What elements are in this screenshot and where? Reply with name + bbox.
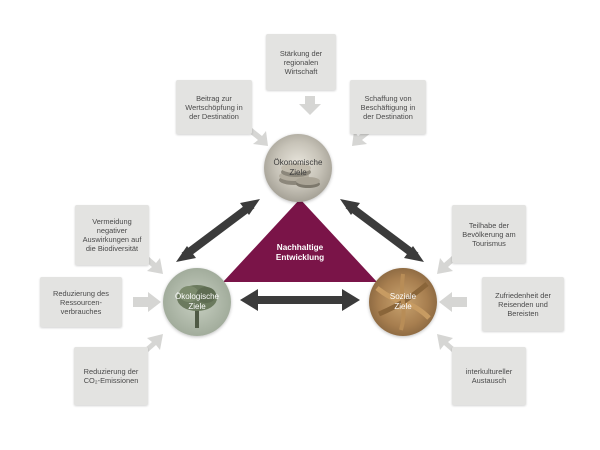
coins-image bbox=[264, 134, 332, 202]
social-box-participation: Teilhabe der Bevölkerung am Tourismus bbox=[452, 205, 526, 263]
ecological-box-biodiversity: Vermeidung negativer Auswirkungen auf di… bbox=[75, 205, 149, 265]
connector-arrow-1 bbox=[299, 96, 321, 115]
ecological-goals-circle: Ökologische Ziele bbox=[163, 268, 231, 336]
double-arrow-bottom bbox=[240, 289, 360, 311]
ecological-box-co2-emissions: Reduzierung der CO₂-Emissionen bbox=[74, 347, 148, 405]
economic-goals-label: Ökonomische Ziele bbox=[273, 158, 323, 177]
economic-box-employment: Schaffung von Beschäftigung in der Desti… bbox=[350, 80, 426, 134]
social-goals-circle: Soziale Ziele bbox=[369, 268, 437, 336]
economic-box-value-creation: Beitrag zur Wertschöpfung in der Destina… bbox=[176, 80, 252, 134]
economic-box-regional-economy: Stärkung der regionalen Wirtschaft bbox=[266, 34, 336, 90]
hands-image bbox=[369, 268, 437, 336]
social-goals-label: Soziale Ziele bbox=[389, 292, 417, 311]
double-arrow-left bbox=[176, 199, 260, 262]
connector-arrow-9 bbox=[437, 334, 456, 352]
connector-arrow-7 bbox=[437, 256, 456, 274]
connector-arrow-5 bbox=[133, 292, 161, 312]
tree-image bbox=[163, 268, 231, 336]
connector-arrow-2 bbox=[248, 128, 268, 146]
sustainability-triangle bbox=[223, 199, 377, 282]
ecological-goals-label: Ökologische Ziele bbox=[174, 292, 220, 311]
double-arrow-right bbox=[340, 199, 424, 262]
connector-arrow-6 bbox=[144, 334, 163, 352]
economic-goals-circle: Ökonomische Ziele bbox=[264, 134, 332, 202]
connector-arrow-8 bbox=[439, 292, 467, 312]
social-box-cultural-exchange: interkultureller Austausch bbox=[452, 347, 526, 405]
social-box-satisfaction: Zufriedenheit der Reisenden und Bereiste… bbox=[482, 277, 564, 331]
ecological-box-resource-use: Reduzierung des Ressourcen- verbrauches bbox=[40, 277, 122, 327]
sustainable-development-label: Nachhaltige Entwicklung bbox=[275, 243, 325, 262]
